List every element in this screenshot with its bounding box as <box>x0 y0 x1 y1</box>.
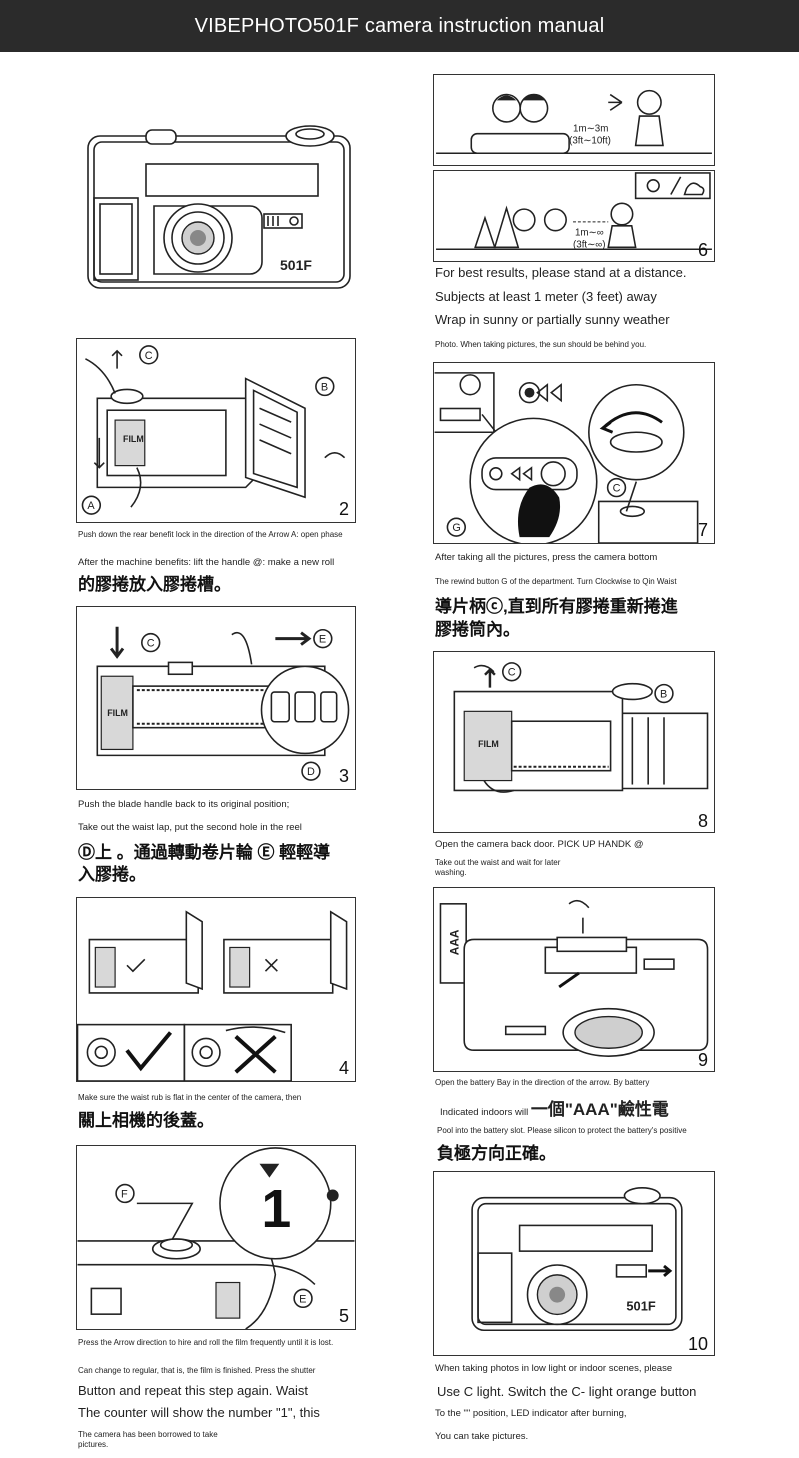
step-10-figure: 501F 10 <box>433 1171 715 1356</box>
step-9-text-3: Pool into the battery slot. Please silic… <box>437 1126 687 1135</box>
step-2-text-1: Push down the rear benefit lock in the d… <box>78 530 343 539</box>
step-6-distance-far: 1m∼∞ <box>575 228 604 239</box>
step-10-text-2: Use C light. Switch the C- light orange … <box>437 1384 697 1399</box>
step-9-text-4: 負極方向正確。 <box>437 1144 556 1163</box>
step-6-figure-top: 1m∼3m (3ft∼10ft) <box>433 74 715 166</box>
step-8-film-label: FILM <box>478 739 499 749</box>
step-5-text-1: Press the Arrow direction to hire and ro… <box>78 1338 334 1347</box>
manual-header: VIBEPHOTO501F camera instruction manual <box>0 0 799 52</box>
step-8-text-2: Take out the waist and wait for later <box>435 858 561 867</box>
step-6-text-3: Wrap in sunny or partially sunny weather <box>435 312 670 327</box>
step-4-drawing <box>77 910 348 1081</box>
step-3-text-3: Ⓓ上 。通過轉動卷片輪 Ⓔ 輕輕導 <box>78 843 331 862</box>
step-5-number: 5 <box>338 1306 349 1326</box>
step-2-drawing: FILM C B A <box>81 345 346 515</box>
step-5-drawing: F E 1 <box>77 1147 355 1329</box>
step-6-text-4: Photo. When taking pictures, the sun sho… <box>435 340 647 349</box>
step-2-label-a: A <box>87 500 95 512</box>
camera-front-illustration: 501F <box>84 122 356 292</box>
step-5-text-2: Can change to regular, that is, the film… <box>78 1366 316 1375</box>
step-2-figure: FILM C B A 2 <box>76 338 356 523</box>
step-3-label-d: D <box>307 766 315 778</box>
step-3-drawing: FILM C E D <box>96 626 350 781</box>
step-10-drawing: 501F <box>471 1187 683 1332</box>
step-6-drawing-top: 1m∼3m (3ft∼10ft) <box>436 89 712 155</box>
step-4-text-1: Make sure the waist rub is flat in the c… <box>78 1093 302 1102</box>
step-3-label-c: C <box>147 638 155 650</box>
step-8-number: 8 <box>697 811 708 831</box>
camera-front-drawing: 501F <box>87 125 351 289</box>
step-8-text-3: washing. <box>435 868 467 877</box>
step-7-text-3: 導片柄ⓒ,直到所有膠捲重新捲進 <box>435 597 678 616</box>
step-9-drawing: AAA <box>439 899 709 1057</box>
step-8-label-b: B <box>660 688 667 700</box>
step-6-distance-far-ft: (3ft∼∞) <box>573 239 606 250</box>
step-6-distance-near-ft: (3ft∼10ft) <box>569 135 611 146</box>
step-10-text-3: To the "" position, LED indicator after … <box>435 1408 627 1419</box>
step-2-label-c: C <box>145 350 153 362</box>
step-10-model-label: 501F <box>626 1298 655 1313</box>
step-2-text-3: 的膠捲放入膠捲槽。 <box>78 575 231 594</box>
step-3-text-1: Push the blade handle back to its origin… <box>78 799 290 810</box>
step-7-label-c: C <box>613 483 621 495</box>
step-7-drawing: C G <box>434 372 699 543</box>
step-9-number: 9 <box>697 1050 708 1070</box>
manual-title: VIBEPHOTO501F camera instruction manual <box>194 14 605 37</box>
step-4-number: 4 <box>338 1058 349 1078</box>
step-7-label-g: G <box>452 522 460 534</box>
step-9-text-2-en: Indicated indoors will <box>440 1107 529 1118</box>
step-3-number: 3 <box>338 766 349 786</box>
step-7-figure: C G 7 <box>433 362 715 544</box>
step-9-text-2-cjk: 一個"AAA"鹼性電 <box>530 1100 669 1119</box>
step-3-figure: FILM C E D 3 <box>76 606 356 790</box>
step-3-text-2: Take out the waist lap, put the second h… <box>78 822 302 833</box>
step-8-text-1: Open the camera back door. PICK UP HANDK… <box>435 839 644 850</box>
step-6-number: 6 <box>697 240 708 260</box>
step-10-number: 10 <box>687 1334 708 1354</box>
step-3-label-e: E <box>319 634 326 646</box>
step-6-distance-near: 1m∼3m <box>573 124 608 135</box>
step-7-text-1: After taking all the pictures, press the… <box>435 552 658 563</box>
step-8-label-c: C <box>508 667 516 679</box>
step-5-label-f: F <box>121 1188 128 1200</box>
step-5-text-6: pictures. <box>78 1440 109 1449</box>
step-5-text-5: The camera has been borrowed to take <box>78 1430 218 1439</box>
step-10-text-1: When taking photos in low light or indoo… <box>435 1363 673 1374</box>
step-6-text-1: For best results, please stand at a dist… <box>435 265 687 280</box>
step-5-figure: F E 1 5 <box>76 1145 356 1330</box>
step-5-text-3: Button and repeat this step again. Waist <box>78 1383 309 1398</box>
step-3-text-4: 入膠捲。 <box>78 865 146 884</box>
step-3-film-label: FILM <box>107 708 128 718</box>
step-9-text-2: Indicated indoors will 一個"AAA"鹼性電 <box>440 1100 669 1120</box>
step-9-figure: AAA 9 <box>433 887 715 1072</box>
step-9-battery-label: AAA <box>447 929 461 955</box>
step-2-label-b: B <box>321 381 328 393</box>
step-7-text-4: 膠捲筒內。 <box>435 620 520 639</box>
step-2-number: 2 <box>338 499 349 519</box>
model-label: 501F <box>280 257 312 273</box>
step-2-text-2: After the machine benefits: lift the han… <box>78 557 335 568</box>
step-8-figure: FILM C B 8 <box>433 651 715 833</box>
step-5-text-4: The counter will show the number "1", th… <box>78 1405 320 1420</box>
step-7-number: 7 <box>697 520 708 540</box>
step-7-text-2: The rewind button G of the department. T… <box>435 577 677 586</box>
step-6-figure-bottom: 1m∼∞ (3ft∼∞) 6 <box>433 170 715 262</box>
step-6-text-2: Subjects at least 1 meter (3 feet) away <box>435 289 657 304</box>
step-2-film-label: FILM <box>123 434 144 444</box>
step-5-counter-digit: 1 <box>262 1180 292 1239</box>
step-5-label-e: E <box>299 1293 306 1305</box>
step-8-drawing: FILM C B <box>453 662 709 793</box>
step-9-text-1: Open the battery Bay in the direction of… <box>435 1078 650 1087</box>
step-6-drawing-bottom: 1m∼∞ (3ft∼∞) <box>436 172 712 250</box>
step-10-text-4: You can take pictures. <box>435 1431 529 1442</box>
step-4-figure: 4 <box>76 897 356 1082</box>
step-4-text-2: 關上相機的後蓋。 <box>78 1111 214 1130</box>
